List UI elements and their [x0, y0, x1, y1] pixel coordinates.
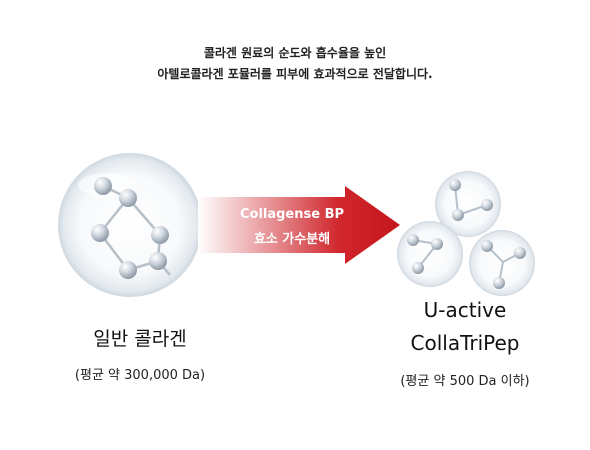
- small-peptide-bubble-right: [469, 230, 535, 296]
- regular-collagen-weight: (평균 약 300,000 Da): [74, 368, 206, 383]
- intro-line-2: 아텔로콜라겐 포뮬러를 피부에 효과적으로 전달합니다.: [157, 67, 433, 81]
- small-peptide-bubble-top: [435, 171, 501, 237]
- regular-collagen-title: 일반 콜라겐: [93, 328, 187, 350]
- arrow-label-product: Collagense BP: [239, 207, 345, 222]
- product-title-line-1: U-active: [423, 298, 507, 322]
- product-weight: (평균 약 500 Da 이하): [400, 374, 530, 389]
- large-collagen-bubble: [58, 153, 202, 297]
- arrow-label-process: 효소 가수분해: [253, 232, 331, 247]
- hydrolysis-arrow: [198, 186, 400, 264]
- molecule-nodes: [91, 177, 169, 279]
- product-title-line-2: CollaTriPep: [410, 331, 520, 355]
- intro-line-1: 콜라겐 원료의 순도와 흡수율을 높인: [203, 46, 387, 60]
- small-peptide-bubble-left: [397, 221, 463, 287]
